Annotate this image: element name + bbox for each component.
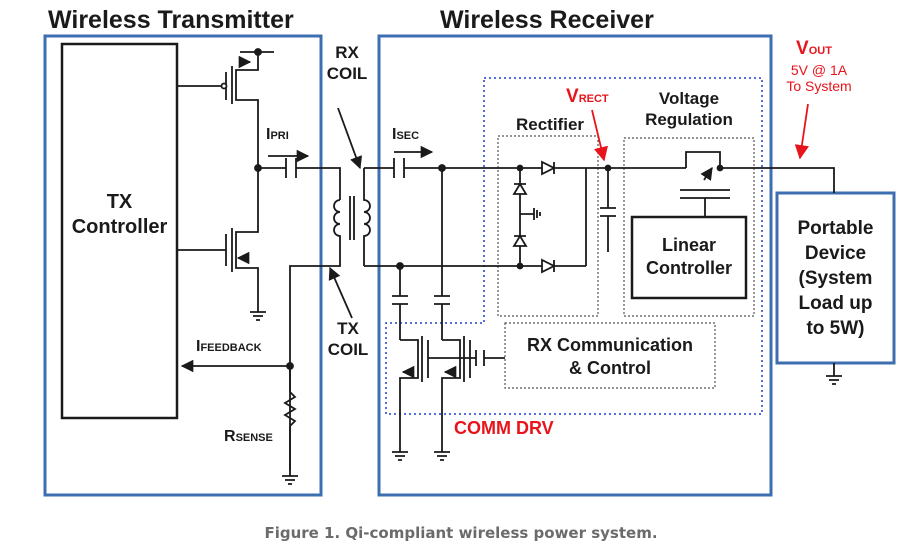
comm-drv-label: COMM DRV xyxy=(454,418,554,438)
rx-coil-pointer xyxy=(337,107,363,170)
vrect-cap xyxy=(600,168,616,252)
v-out-label: VOUT xyxy=(796,38,832,59)
ipri-wire xyxy=(258,167,341,200)
nmos-wire xyxy=(235,168,259,312)
portable-device-label: Portable Device (System Load up to 5W) xyxy=(797,218,874,339)
rect-diode-left-2 xyxy=(512,234,528,247)
rect-diode-left-1 xyxy=(512,182,528,195)
tx-controller-label: TX Controller xyxy=(71,191,168,238)
rx-coil-inductor xyxy=(363,168,371,266)
v-out-spec: 5V @ 1A To System xyxy=(786,62,852,94)
wireless-receiver-title: Wireless Receiver xyxy=(440,6,654,34)
receiver-dotted-region xyxy=(385,77,763,415)
i-pri-label: IPRI xyxy=(266,126,289,143)
comm-cap-gate xyxy=(475,350,505,366)
rectifier-label: Rectifier xyxy=(515,115,585,134)
r-sense-label: RSENSE xyxy=(224,428,273,445)
tx-controller-box xyxy=(60,42,179,420)
rect-diode-top xyxy=(541,160,557,176)
tx-coil-pointer xyxy=(328,266,353,319)
voltage-regulation-label: Voltage Regulation xyxy=(645,89,733,129)
rx-series-cap xyxy=(393,158,405,178)
rect-node-bottom xyxy=(516,262,524,270)
comm-cap-2 xyxy=(434,168,450,340)
linear-controller-label: Linear Controller xyxy=(645,235,732,278)
ground-rx-2 xyxy=(434,451,450,461)
tx-coil-label: TX COIL xyxy=(327,319,369,359)
portable-device-box xyxy=(775,191,896,365)
v-rect-label: VRECT xyxy=(566,86,609,107)
pmos-gate xyxy=(178,72,227,100)
comm-fet-2 xyxy=(441,336,471,452)
tx-cap xyxy=(285,158,297,178)
tx-coil-inductor xyxy=(289,199,341,470)
vout-node xyxy=(716,164,724,172)
ground-tx-2 xyxy=(282,475,298,485)
wireless-transmitter-title: Wireless Transmitter xyxy=(48,6,294,34)
pmos-gate-bubble xyxy=(220,82,228,90)
figure-caption: Figure 1. Qi-compliant wireless power sy… xyxy=(264,524,658,542)
rx-coil-label: RX COIL xyxy=(326,43,368,83)
ground-tx-1 xyxy=(250,311,266,321)
comm-fet-1 xyxy=(399,336,429,452)
rect-node-top xyxy=(516,164,524,172)
device-ground xyxy=(826,363,842,385)
sense-resistor xyxy=(283,391,297,427)
vout-pointer xyxy=(794,103,810,160)
nmos-gate xyxy=(178,234,227,266)
rectifier-dotted-box xyxy=(497,135,599,317)
pmos-top-wire xyxy=(235,52,259,168)
rect-mid-ground xyxy=(520,208,541,220)
i-feedback-label: IFEEDBACK xyxy=(196,338,262,355)
transmitter-block xyxy=(43,34,323,497)
rx-comm-dotted-box xyxy=(504,322,716,389)
rx-communication-label: RX Communication & Control xyxy=(526,335,693,378)
rect-diode-bottom xyxy=(541,258,557,274)
ground-rx-1 xyxy=(392,451,408,461)
vrect-pointer xyxy=(591,109,608,162)
i-sec-label: ISEC xyxy=(392,126,420,143)
linear-controller-box xyxy=(630,215,748,300)
pass-fet-arrow xyxy=(700,166,713,181)
comm-cap-1 xyxy=(392,266,408,340)
regulation-dotted-box xyxy=(623,137,755,317)
coil-core-lines xyxy=(349,196,355,240)
pass-fet xyxy=(680,151,835,217)
